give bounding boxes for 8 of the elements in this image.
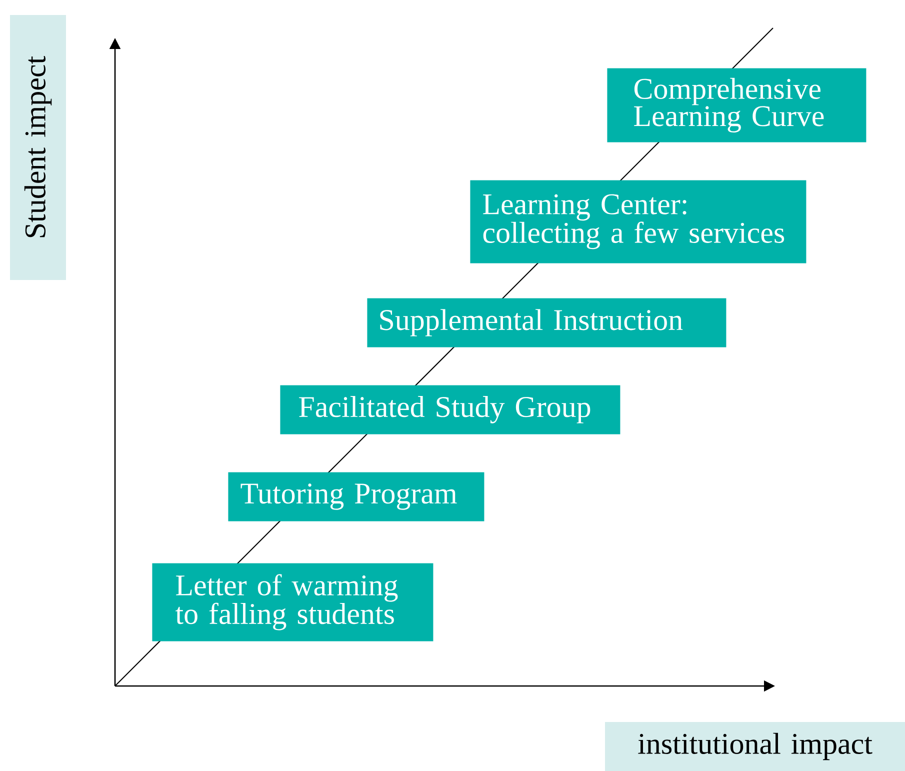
step-box: Letter of warming to falling students [152, 563, 434, 642]
step-box: Comprehensive Learning Curve [607, 68, 866, 142]
step-box: Supplemental Instruction [367, 298, 726, 348]
step-box: Tutoring Program [228, 472, 484, 522]
axis-label: institutional impact [605, 722, 905, 771]
step-box: Facilitated Study Group [280, 385, 620, 434]
axis-label: Student impect [10, 15, 66, 280]
step-box: Learning Center: collecting a few services [470, 180, 806, 264]
